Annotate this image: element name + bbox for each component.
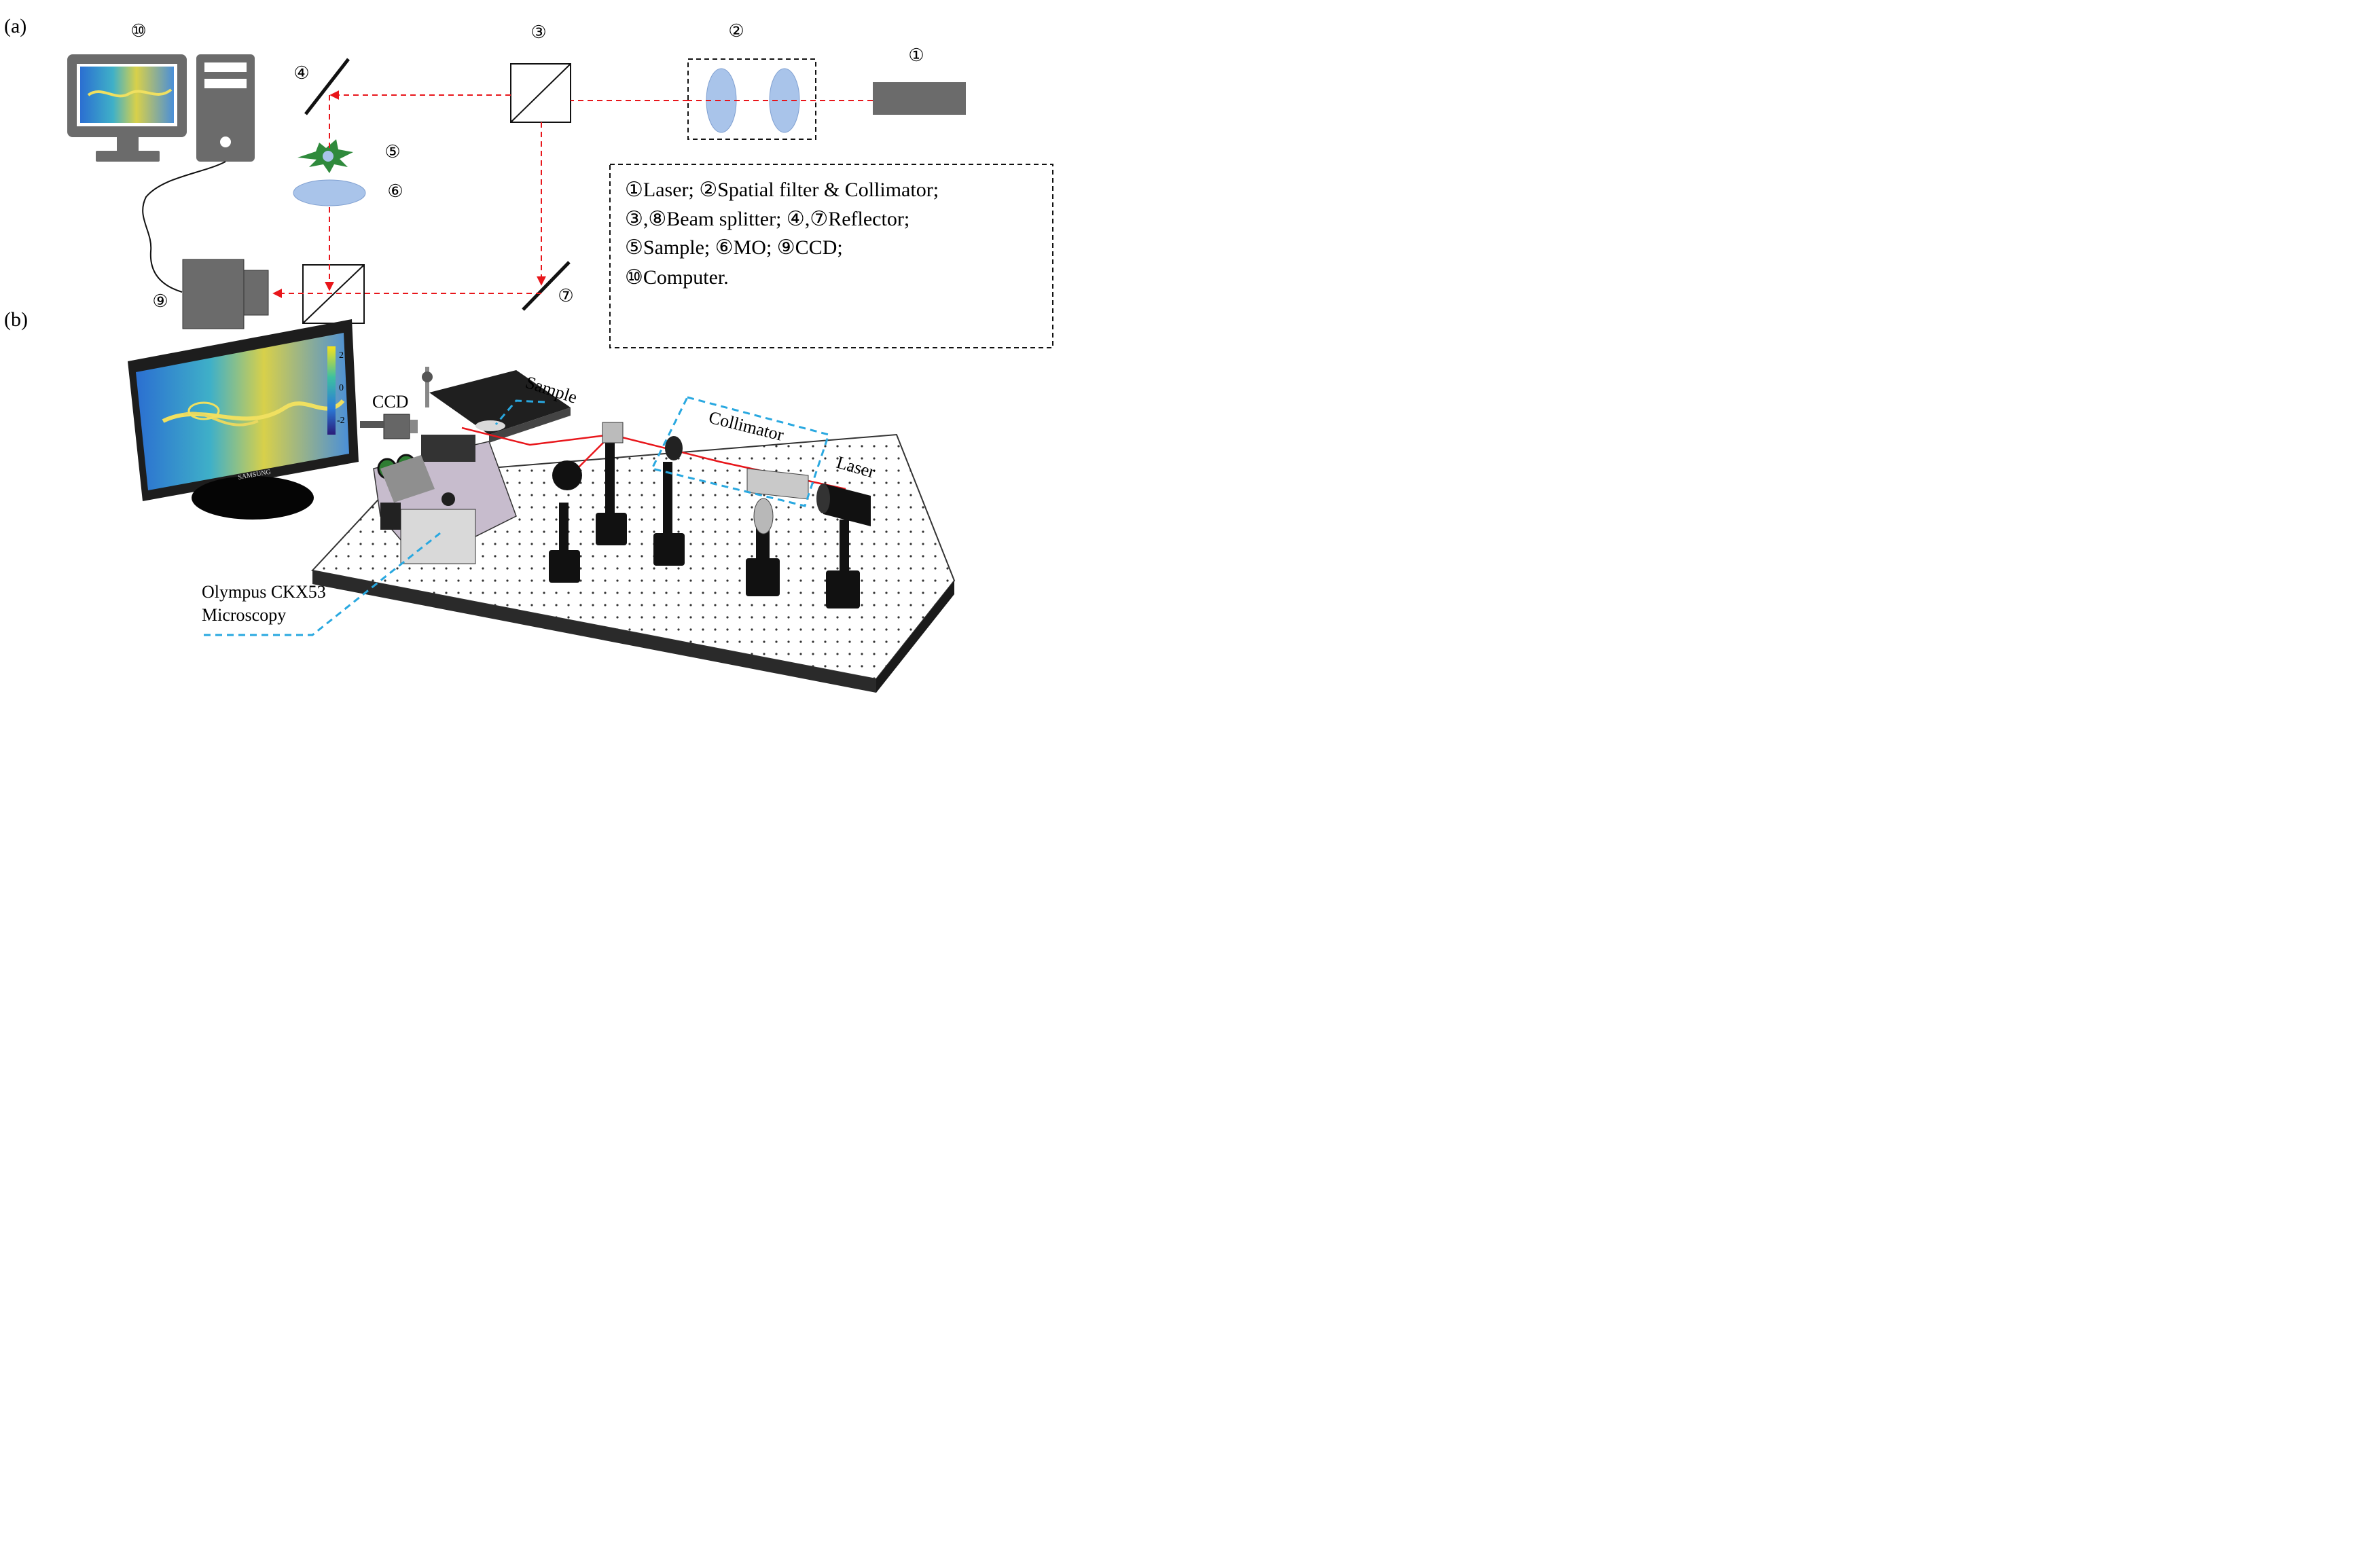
beam-splitter-top-icon [510,63,571,123]
reflector-bottom-number: ⑦ [558,286,573,306]
legend-line-4: ⑩Computer. [625,266,729,289]
laser-head-icon [823,484,871,526]
colorbar-tick-top: 2 [339,350,344,361]
legend-line-1: ①Laser; ②Spatial filter & Collimator; [625,179,939,201]
setup-diagram: (a) ⑩ ⑨ ① ② ③ ④ ⑤ ⑥ [4,15,1053,693]
colorbar-tick-bottom: -2 [337,416,345,426]
sample-number: ⑤ [384,142,400,162]
ccd-number: ⑨ [152,291,168,311]
panel-a-label: (a) [4,15,26,37]
microscope-label-line1: Olympus CKX53 [202,582,326,602]
spatial-filter-icon [687,58,816,140]
computer-icon [67,54,255,162]
reflector-top-number: ④ [293,63,309,83]
ccd-icon [182,259,269,329]
ccd-label: CCD [372,392,408,412]
microscope-icon [373,367,571,564]
computer-number: ⑩ [130,21,146,41]
colorbar-tick-mid: 0 [339,383,344,393]
beam-splitter-cube-icon [602,422,624,443]
reflector-top-icon [304,58,350,115]
panel-b-label: (b) [4,308,28,331]
legend-box [609,164,1053,348]
collimator-mount-icon [746,468,809,500]
beam-path [272,90,873,298]
cable [142,161,226,293]
mirror-mount-icon [552,460,582,490]
ccd-camera-icon [360,414,418,439]
beam-splitter-top-number: ③ [530,22,546,42]
laser-icon [873,82,966,115]
mo-number: ⑥ [387,181,403,201]
mo-icon [293,179,366,206]
monitor-icon [128,319,359,520]
legend-line-2: ③,⑧Beam splitter; ④,⑦Reflector; [625,208,909,230]
microscope-label-line2: Microscopy [202,605,286,625]
lens-mount-icon [665,436,683,460]
figure: (a) ⑩ ⑨ ① ② ③ ④ ⑤ ⑥ [0,0,1065,699]
legend-line-3: ⑤Sample; ⑥MO; ⑨CCD; [625,236,843,259]
laser-number: ① [908,46,924,65]
spatial-filter-number: ② [728,21,744,41]
reflector-bottom-icon [522,261,571,311]
callout-lines [204,396,830,636]
